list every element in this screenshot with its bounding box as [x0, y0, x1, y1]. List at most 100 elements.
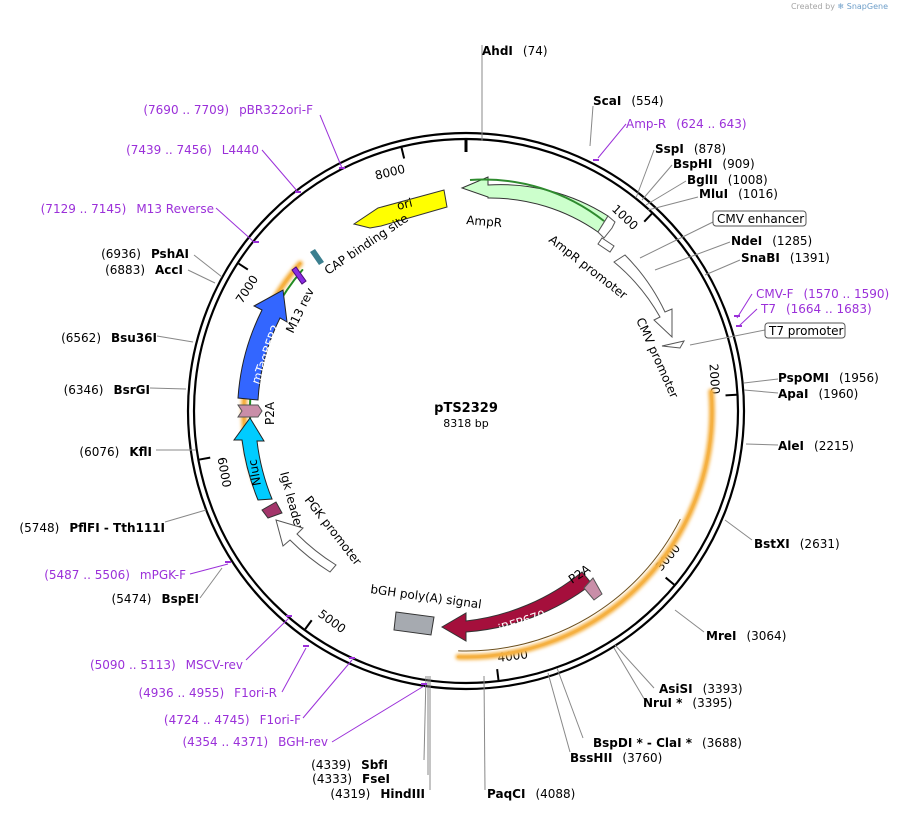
primer-leader-line	[319, 114, 343, 169]
ori-label: ori	[395, 196, 414, 213]
t7-promoter-leader	[689, 329, 766, 346]
primer-label: (7439 .. 7456)L4440	[126, 143, 259, 157]
primer-name: L4440	[222, 143, 259, 157]
nluc-label: Nluc	[246, 458, 264, 487]
backbone-outer	[186, 131, 746, 691]
enzyme-name: BstXI	[754, 537, 790, 551]
enzyme-leader-line	[645, 180, 687, 206]
enzyme-position: (4333)	[312, 772, 352, 786]
enzyme-label: PspOMI(1956)	[778, 371, 879, 385]
enzyme-label: AleI (2215)	[778, 439, 854, 453]
primer-leader-line	[738, 308, 758, 327]
primer-leader-line	[245, 617, 290, 661]
primer-range: (624 .. 643)	[676, 117, 746, 131]
enzyme-leader-line	[613, 647, 647, 703]
primer-leader-line	[281, 647, 307, 693]
primer-name: F1ori-R	[234, 686, 277, 700]
enzyme-label: (4319)HindIII	[330, 787, 425, 801]
enzyme-name: PshAI	[151, 247, 189, 261]
tick-label: 1000	[609, 202, 641, 233]
p2a-arrow-2	[583, 577, 603, 601]
plasmid-name: pTS2329	[434, 401, 498, 416]
enzyme-position: (1285)	[772, 234, 812, 248]
enzyme-position: (1960)	[818, 387, 858, 401]
enzyme-name: BglII	[687, 173, 718, 187]
tick-label: 2000	[707, 363, 723, 394]
enzyme-label: (6883)AccI	[105, 263, 183, 277]
primer-range: (5090 .. 5113)	[90, 658, 176, 672]
orf-line-right	[457, 390, 714, 659]
enzyme-leader-line	[704, 259, 741, 276]
enzyme-label: (5748)PflFI - Tth111I	[19, 521, 165, 535]
enzyme-position: (1391)	[790, 251, 830, 265]
enzyme-leader-line	[674, 609, 705, 633]
tick-mark	[304, 619, 313, 630]
enzyme-name: NruI *	[643, 696, 683, 710]
enzyme-name: KflI	[129, 445, 152, 459]
enzyme-leader-line	[589, 105, 594, 147]
enzyme-leader-line	[193, 254, 223, 278]
enzyme-position: (3760)	[622, 751, 662, 765]
tick-mark	[238, 262, 249, 271]
cmv-enhancer-box	[712, 210, 807, 227]
ampr-label: AmpR	[466, 213, 503, 230]
tick-label: 7000	[233, 273, 261, 306]
tick-mark	[643, 213, 653, 223]
primer-range: (4354 .. 4371)	[182, 735, 268, 749]
primer-name: Amp-R	[626, 117, 666, 131]
enzyme-position: (2631)	[800, 537, 840, 551]
enzyme-position: (2215)	[814, 439, 854, 453]
cmv-promoter-label: CMV promoter	[633, 316, 681, 401]
enzyme-position: (6076)	[79, 445, 119, 459]
enzyme-name: FseI	[362, 772, 390, 786]
enzyme-leader-line	[423, 675, 427, 761]
enzyme-leader-line	[199, 567, 223, 599]
primer-label: (5487 .. 5506)mPGK-F	[44, 568, 186, 582]
cmv-promoter-tail	[597, 237, 615, 253]
primer-label: (7129 .. 7145)M13 Reverse	[41, 202, 214, 216]
enzyme-position: (5474)	[112, 592, 152, 606]
primer-range: (5487 .. 5506)	[44, 568, 130, 582]
t7-promoter-mark	[661, 340, 685, 349]
enzyme-label: MreI(3064)	[706, 629, 786, 643]
nluc-arrow	[233, 417, 273, 501]
primer-range: (1570 .. 1590)	[803, 287, 889, 301]
enzyme-label: NruI *(3395)	[643, 696, 732, 710]
enzyme-position: (909)	[722, 157, 754, 171]
p2a-label-1: P2A	[263, 401, 277, 425]
enzyme-label: (6346)BsrGI	[64, 383, 150, 397]
bgh-label: bGH poly(A) signal	[370, 582, 483, 611]
enzyme-name: AleI	[778, 439, 804, 453]
primer-name: BGH-rev	[278, 735, 328, 749]
enzyme-name: AccI	[155, 263, 183, 277]
ampr-promoter-arrow	[597, 215, 616, 239]
tick-label: 6000	[215, 456, 234, 489]
enzyme-label: (4333) FseI	[312, 772, 390, 786]
enzyme-leader-line	[724, 519, 753, 541]
enzyme-name: AsiSI	[659, 682, 693, 696]
irfp670-arrow	[441, 571, 593, 642]
enzyme-name: Bsu36I	[111, 331, 157, 345]
t7-promoter-label: T7 promoter	[768, 324, 844, 338]
enzyme-label: AsiSI(3393)	[659, 682, 743, 696]
enzyme-leader-line	[187, 269, 216, 284]
igk-leader-arrow	[261, 501, 283, 519]
enzyme-position: (4088)	[535, 787, 575, 801]
p2a-arrow-1	[237, 404, 263, 418]
pgk-promoter-arrow	[275, 519, 337, 573]
enzyme-name: SbfI	[361, 758, 388, 772]
enzyme-label: SspI(878)	[655, 142, 726, 156]
enzyme-leader-line	[614, 644, 655, 689]
mtagbfp2-arrow	[237, 289, 288, 401]
tick-label: 8000	[374, 162, 407, 183]
tick-mark	[725, 393, 737, 397]
enzyme-leader-line	[556, 667, 584, 739]
enzyme-leader-line	[483, 675, 486, 791]
bgh-polya-box	[393, 611, 435, 636]
t7-promoter-box	[764, 322, 846, 339]
primer-label: T7(1664 .. 1683)	[760, 302, 872, 316]
primer-name: CMV-F	[756, 287, 794, 301]
enzyme-position: (878)	[694, 142, 726, 156]
enzyme-position: (3064)	[746, 629, 786, 643]
